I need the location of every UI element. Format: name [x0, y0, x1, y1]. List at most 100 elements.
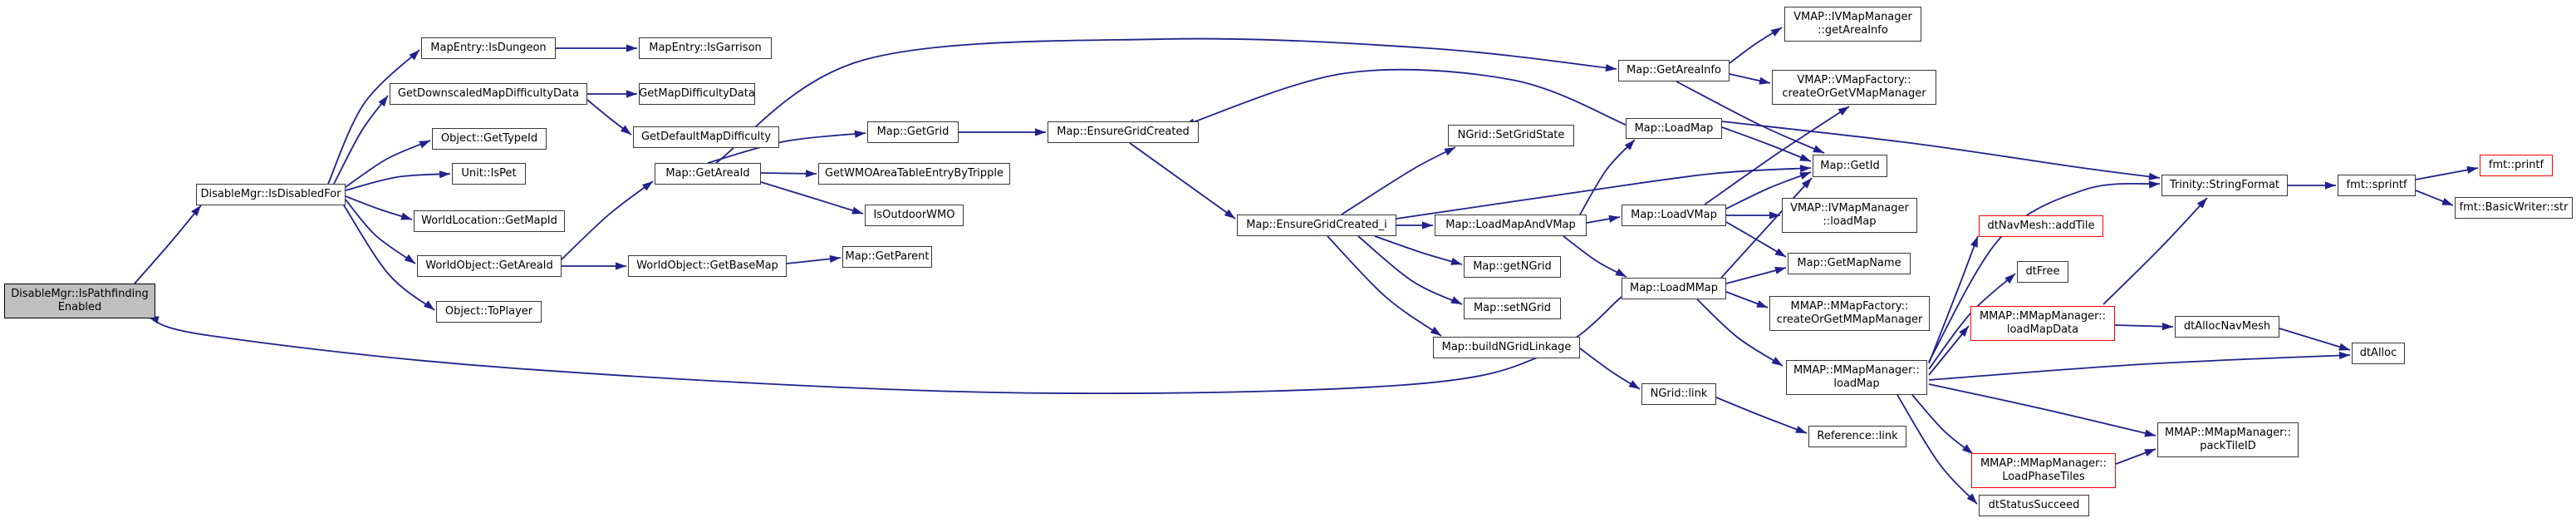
graph-edge-isdisabledfor-isdungeon: [327, 49, 420, 185]
arrowhead: [1759, 76, 1770, 85]
graph-node-loadmapdata[interactable]: MMAP::MMapManager::loadMapData: [1970, 306, 2115, 341]
graph-edge-loadmmap-getid: [1720, 177, 1813, 279]
graph-node-setgridstate[interactable]: NGrid::SetGridState: [1448, 125, 1574, 146]
graph-node-dtfree[interactable]: dtFree: [2017, 261, 2068, 283]
graph-node-label: dtAlloc: [2359, 347, 2397, 360]
graph-node-fmtprintf[interactable]: fmt::printf: [2480, 155, 2553, 176]
graph-node-label: fmt::BasicWriter::str: [2459, 201, 2569, 215]
graph-edge-loadmapandvmap-loadmap: [1579, 139, 1636, 215]
graph-node-ivmm_loadmap[interactable]: VMAP::IVMapManager::loadMap: [1782, 198, 1917, 233]
graph-node-setngrid[interactable]: Map::setNGrid: [1464, 298, 1561, 319]
graph-node-mapgetareaid[interactable]: Map::GetAreaId: [655, 163, 761, 185]
graph-node-loadphasetiles[interactable]: MMAP::MMapManager::LoadPhaseTiles: [1971, 453, 2116, 488]
graph-node-getngrid[interactable]: Map::getNGrid: [1464, 256, 1561, 278]
graph-edge-getareainfo-vmapfactory: [1729, 73, 1771, 85]
graph-node-packtileid[interactable]: MMAP::MMapManager::packTileID: [2157, 422, 2299, 457]
graph-node-isdungeon[interactable]: MapEntry::IsDungeon: [421, 37, 556, 59]
graph-edge-mmm_loadmap-loadphasetiles: [1911, 394, 1974, 455]
graph-node-ispet[interactable]: Unit::IsPet: [452, 163, 526, 185]
graph-node-gettypeid[interactable]: Object::GetTypeId: [432, 128, 547, 150]
arrowhead: [626, 44, 637, 52]
graph-node-getmapdifficultydata[interactable]: GetMapDifficultyData: [639, 83, 755, 105]
graph-node-label: Map::GetParent: [845, 250, 930, 264]
graph-node-dtallocnavmesh[interactable]: dtAllocNavMesh: [2175, 316, 2279, 338]
arrowhead: [1615, 268, 1627, 277]
graph-node-label: NGrid::SetGridState: [1457, 129, 1565, 142]
graph-edge-mapgetareaid-isoutdoorwmo: [760, 181, 864, 215]
graph-edge-isdisabledfor-gettypeid: [345, 140, 431, 188]
arrowhead: [626, 90, 637, 98]
graph-node-mmm_loadmap[interactable]: MMAP::MMapManager::loadMap: [1786, 360, 1927, 395]
graph-node-label: Map::GetGrid: [876, 126, 949, 139]
arrowhead: [1770, 27, 1782, 37]
graph-edge-ngridlink-referencelink: [1715, 397, 1808, 434]
graph-edge-wogetareaid-getbasemap: [562, 262, 626, 270]
graph-node-getdownscaled[interactable]: GetDownscaledMapDifficultyData: [390, 83, 587, 105]
graph-node-getgrid[interactable]: Map::GetGrid: [867, 121, 959, 143]
graph-node-getparent[interactable]: Map::GetParent: [842, 246, 932, 268]
graph-edge-mmm_loadmap-dtstatussucceed: [1896, 394, 1978, 505]
graph-node-label: ::loadMap: [1823, 215, 1877, 228]
graph-node-ensuregridcreated_i[interactable]: Map::EnsureGridCreated_i: [1237, 215, 1396, 236]
graph-node-dtalloc[interactable]: dtAlloc: [2352, 343, 2405, 364]
arrowhead: [2161, 323, 2173, 331]
graph-node-stringformat[interactable]: Trinity::StringFormat: [2161, 175, 2288, 196]
graph-node-label: Map::LoadMapAndVMap: [1445, 219, 1576, 232]
graph-node-dtstatussucceed[interactable]: dtStatusSucceed: [1979, 495, 2089, 516]
graph-node-getmapname[interactable]: Map::GetMapName: [1788, 253, 1911, 274]
graph-node-getareainfo[interactable]: Map::GetAreaInfo: [1618, 60, 1730, 81]
graph-node-addtile[interactable]: dtNavMesh::addTile: [1979, 215, 2103, 237]
graph-node-getdefaultmapdifficulty[interactable]: GetDefaultMapDifficulty: [633, 126, 779, 148]
graph-edge-getareainfo-ivmm_getareainfo: [1729, 27, 1783, 64]
graph-node-label: dtStatusSucceed: [1988, 499, 2080, 512]
graph-edge-isdisabledfor-toplayer: [343, 205, 435, 311]
graph-node-wogetareaid[interactable]: WorldObject::GetAreaId: [417, 255, 562, 277]
graph-node-label: Map::setNGrid: [1473, 302, 1552, 315]
arrowhead: [1422, 221, 1433, 229]
graph-node-label: MMAP::MMapFactory::: [1790, 300, 1909, 313]
graph-node-label: WorldLocation::GetMapId: [421, 215, 557, 228]
graph-edge-isdisabledfor-getmapid: [345, 195, 413, 220]
graph-node-isgarrison[interactable]: MapEntry::IsGarrison: [639, 37, 772, 59]
graph-node-label: Object::GetTypeId: [440, 132, 538, 146]
graph-edge-getdownscaled-getdefaultmapdifficulty: [586, 99, 632, 136]
graph-node-label: loadMap: [1833, 377, 1880, 390]
graph-node-loadmmap[interactable]: Map::LoadMMap: [1622, 278, 1726, 299]
graph-node-buildngridlinkage[interactable]: Map::buildNGridLinkage: [1433, 337, 1580, 358]
graph-node-getmapid[interactable]: WorldLocation::GetMapId: [414, 210, 565, 232]
graph-node-fmtsprintf[interactable]: fmt::sprintf: [2338, 175, 2416, 196]
graph-node-referencelink[interactable]: Reference::link: [1808, 426, 1906, 447]
arrowhead: [439, 170, 450, 179]
graph-node-ivmm_getareainfo[interactable]: VMAP::IVMapManager::getAreaInfo: [1784, 7, 1921, 42]
graph-node-loadmapandvmap[interactable]: Map::LoadMapAndVMap: [1435, 215, 1587, 236]
graph-node-toplayer[interactable]: Object::ToPlayer: [436, 301, 542, 323]
graph-node-label: VMAP::IVMapManager: [1793, 11, 1912, 24]
graph-node-isdisabledfor[interactable]: DisableMgr::IsDisabledFor: [196, 184, 346, 205]
arrowhead: [409, 50, 420, 61]
graph-node-mmapfactory[interactable]: MMAP::MMapFactory::createOrGetMMapManage…: [1769, 296, 1930, 331]
arrowhead: [854, 130, 866, 138]
graph-node-loadvmap[interactable]: Map::LoadVMap: [1622, 205, 1726, 226]
graph-node-label: MMAP::MMapManager::: [1979, 310, 2107, 323]
graph-node-getid[interactable]: Map::GetId: [1813, 155, 1887, 177]
graph-node-getbasemap[interactable]: WorldObject::GetBaseMap: [628, 255, 787, 277]
graph-node-label: VMAP::VMapFactory::: [1797, 74, 1911, 87]
graph-edge-loadvmap-getid: [1725, 171, 1812, 210]
arrowhead: [2144, 429, 2156, 437]
graph-node-getwmoarea[interactable]: GetWMOAreaTableEntryByTripple: [818, 163, 1010, 185]
graph-edge-ensuregridcreated-ensuregridcreated_i: [1129, 142, 1236, 220]
graph-node-vmapfactory[interactable]: VMAP::VMapFactory::createOrGetVMapManage…: [1772, 70, 1936, 105]
graph-edge-dtallocnavmesh-dtalloc: [2279, 328, 2351, 351]
graph-edge-loadmap-stringformat: [1721, 121, 2161, 180]
graph-node-label: createOrGetMMapManager: [1776, 313, 1923, 326]
graph-node-isoutdoorwmo[interactable]: IsOutdoorWMO: [865, 205, 964, 226]
graph-edge-loadmmap-mmapfactory: [1725, 291, 1769, 308]
graph-node-ensuregridcreated[interactable]: Map::EnsureGridCreated: [1048, 121, 1199, 143]
graph-node-ngridlink[interactable]: NGrid::link: [1641, 383, 1716, 405]
graph-edge-fmtsprintf-fmtprintf: [2415, 165, 2479, 180]
graph-node-basicwriterstr[interactable]: fmt::BasicWriter::str: [2455, 197, 2573, 219]
graph-edge-mmm_loadmap-dtalloc: [1928, 351, 2351, 381]
graph-edge-ensuregridcreated_i-getngrid: [1374, 235, 1463, 265]
graph-node-loadmap[interactable]: Map::LoadMap: [1626, 118, 1722, 139]
